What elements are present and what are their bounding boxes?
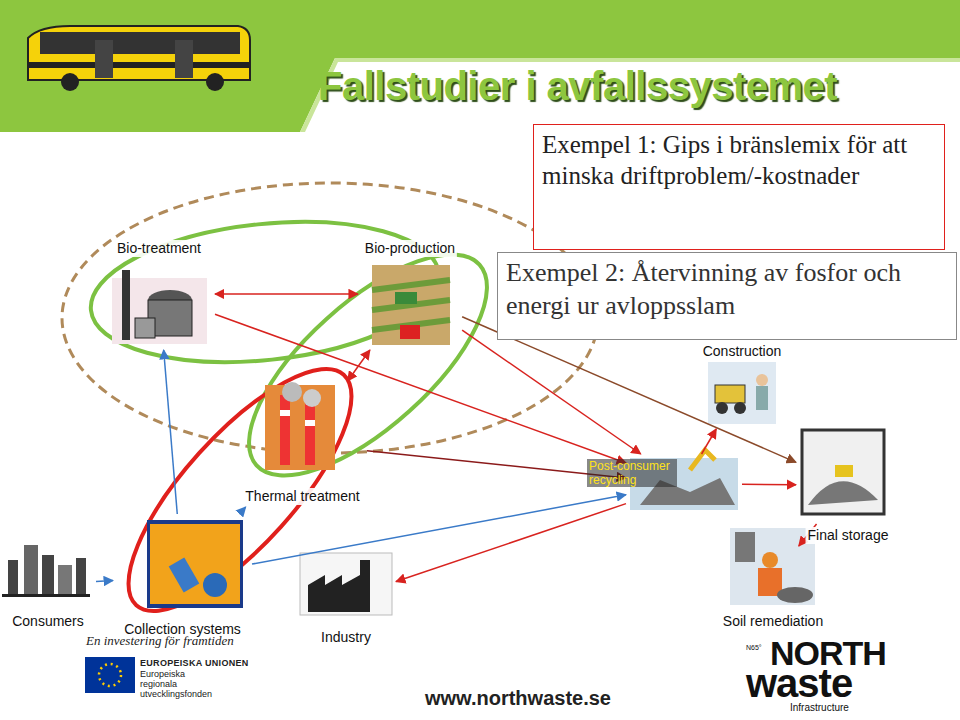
green-stripe: [300, 58, 960, 132]
flow-arrow: [348, 350, 370, 381]
bio-production-node: Bio-production: [360, 240, 460, 348]
consumers-icon: [2, 545, 90, 597]
construction-node: Construction: [698, 343, 787, 427]
node-label: Final storage: [806, 527, 891, 544]
flow-arrow: [215, 293, 358, 295]
flow-arrow: [462, 330, 641, 454]
node-label: Bio-production: [363, 240, 457, 257]
industry-node: Industry: [298, 551, 394, 646]
node-label: Bio-treatment: [115, 240, 203, 257]
green-band: [0, 0, 960, 132]
example-box: Exempel 1: Gips i bränslemix för att min…: [533, 124, 945, 250]
node-label: Industry: [319, 629, 373, 646]
flow-arrow: [396, 504, 626, 582]
construction-icon: [708, 362, 776, 424]
eu-name: EUROPEISKA UNIONEN: [140, 658, 249, 668]
flow-arrow: [164, 350, 178, 514]
logo-word: waste: [746, 664, 852, 702]
node-label: Construction: [701, 343, 784, 360]
example-text: Exempel 1: Gips i bränslemix för att min…: [542, 129, 936, 192]
collection-node: Collection systems: [115, 516, 250, 638]
thermal-treatment-icon: [265, 382, 335, 470]
final-storage-node: Final storage: [798, 426, 898, 544]
flow-arrow: [239, 507, 245, 514]
industry-icon: [300, 553, 392, 615]
logo-subtitle: Infrastructure: [790, 702, 849, 713]
final-storage-icon: [802, 430, 884, 514]
web-address: www.northwaste.se: [425, 687, 611, 710]
consumers-node: Consumers: [2, 538, 94, 630]
node-label: Soil remediation: [721, 613, 825, 630]
soil-remediation-node: Soil remediation: [712, 526, 834, 630]
flow-arrow: [96, 580, 113, 582]
node-label: Consumers: [10, 613, 86, 630]
red-ring: [95, 338, 384, 642]
collection-icon: [147, 520, 243, 608]
example-text: Exempel 2: Återvinning av fosfor och ene…: [506, 257, 948, 322]
bio-treatment-node: Bio-treatment: [105, 240, 213, 348]
eu-flag: [85, 657, 135, 693]
flow-arrow: [742, 484, 796, 486]
recycling-node: Post-consumer recycling: [628, 456, 740, 512]
green-ring: [215, 219, 521, 512]
example-box: Exempel 2: Återvinning av fosfor och ene…: [497, 252, 957, 340]
slogan: En investering för framtiden: [86, 633, 234, 649]
flow-arrow: [252, 495, 626, 564]
node-label: Thermal treatment: [243, 488, 361, 505]
logo-mark: N65°: [746, 644, 762, 651]
eu-fund: Europeiska regionala utvecklingsfonden: [140, 669, 210, 699]
node-label: Post-consumer recycling: [587, 459, 677, 487]
flow-arrow: [702, 429, 717, 454]
bio-production-icon: [372, 265, 450, 345]
bus-picture: [28, 26, 250, 91]
thermal-node: Thermal treatment: [240, 383, 365, 505]
soil-remediation-icon: [730, 528, 815, 605]
bio-treatment-icon: [112, 270, 207, 344]
slide-title: Fallstudier i avfallssystemet: [318, 64, 837, 109]
